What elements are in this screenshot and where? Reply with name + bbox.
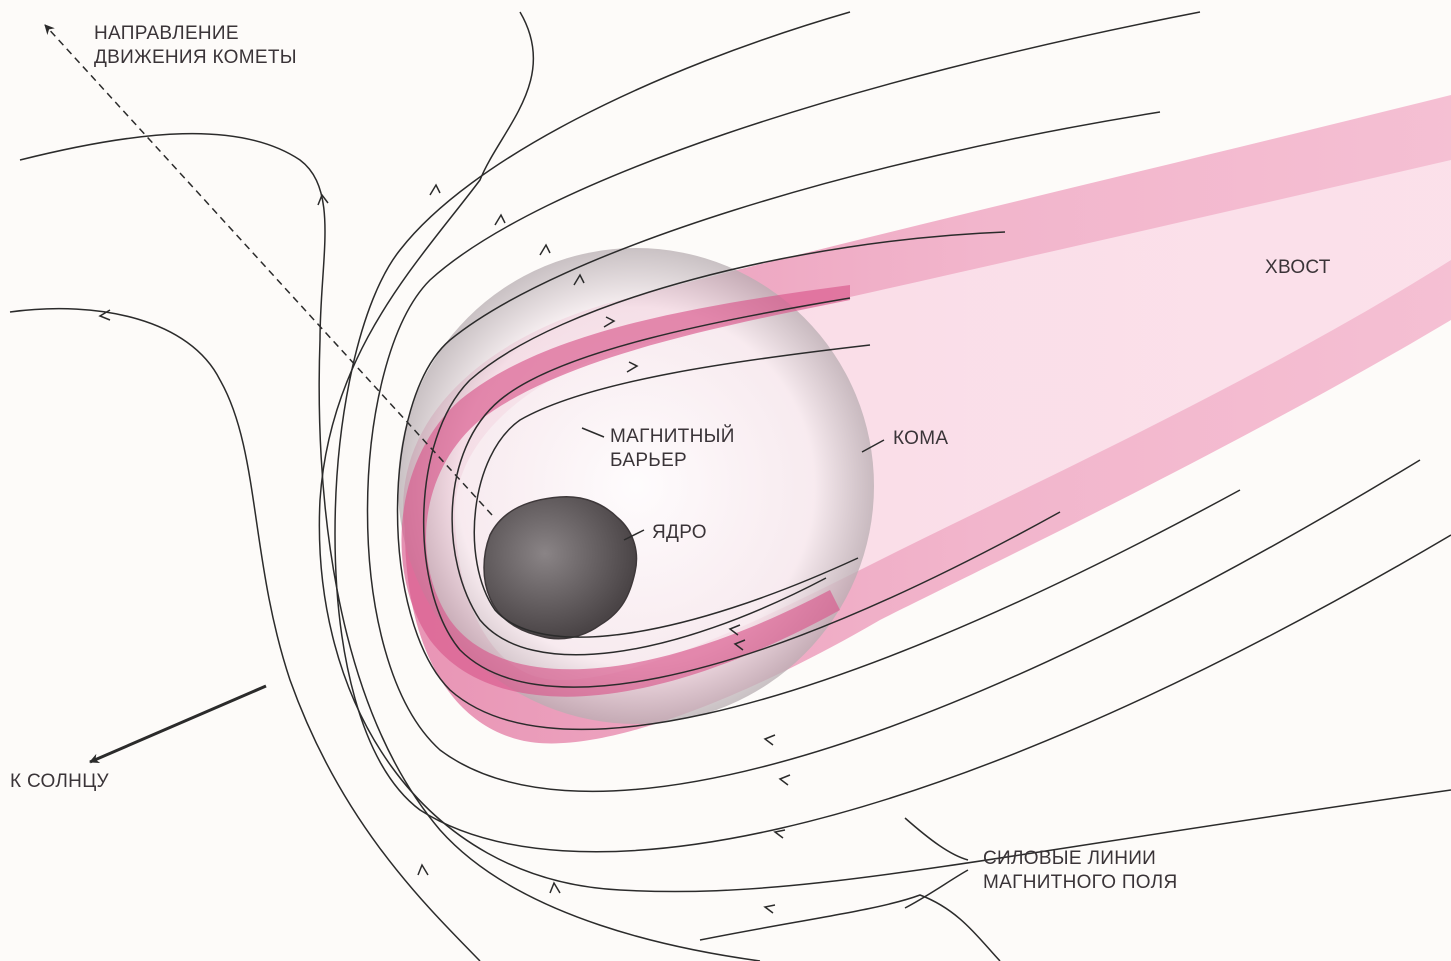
magnetic-barrier-label-line-2: БАРЬЕР bbox=[610, 449, 735, 473]
arrow-chevron bbox=[540, 245, 550, 255]
field-line-9 bbox=[10, 309, 480, 961]
direction-label-line-2: ДВИЖЕНИЯ КОМЕТЫ bbox=[94, 46, 297, 70]
tail-label: ХВОСТ bbox=[1265, 256, 1331, 280]
arrow-chevron bbox=[550, 883, 560, 893]
to-sun-label: К СОЛНЦУ bbox=[10, 770, 109, 794]
field-lines-label-line-1: СИЛОВЫЕ ЛИНИИ bbox=[983, 847, 1177, 871]
coma-label: КОМА bbox=[893, 427, 948, 451]
arrow-chevron bbox=[765, 735, 775, 745]
direction-label-line-1: НАПРАВЛЕНИЕ bbox=[94, 22, 297, 46]
arrow-chevron bbox=[495, 215, 505, 225]
to-sun-arrow bbox=[90, 686, 266, 762]
comet-direction-line bbox=[45, 25, 492, 515]
field-lines-label-line-2: МАГНИТНОГО ПОЛЯ bbox=[983, 871, 1177, 895]
arrow-chevron bbox=[430, 185, 440, 195]
magnetic-barrier-label: МАГНИТНЫЙ БАРЬЕР bbox=[610, 425, 735, 473]
nucleus-label: ЯДРО bbox=[652, 521, 707, 545]
field-line-10 bbox=[700, 895, 1000, 961]
arrow-chevron bbox=[765, 905, 775, 913]
arrow-chevron bbox=[418, 865, 428, 875]
arrow-chevron bbox=[780, 775, 790, 785]
field-lines-bracket bbox=[905, 818, 968, 908]
field-lines-label: СИЛОВЫЕ ЛИНИИ МАГНИТНОГО ПОЛЯ bbox=[983, 847, 1177, 895]
direction-label: НАПРАВЛЕНИЕ ДВИЖЕНИЯ КОМЕТЫ bbox=[94, 22, 297, 70]
arrow-chevron bbox=[775, 830, 785, 838]
magnetic-barrier-label-line-1: МАГНИТНЫЙ bbox=[610, 425, 735, 449]
